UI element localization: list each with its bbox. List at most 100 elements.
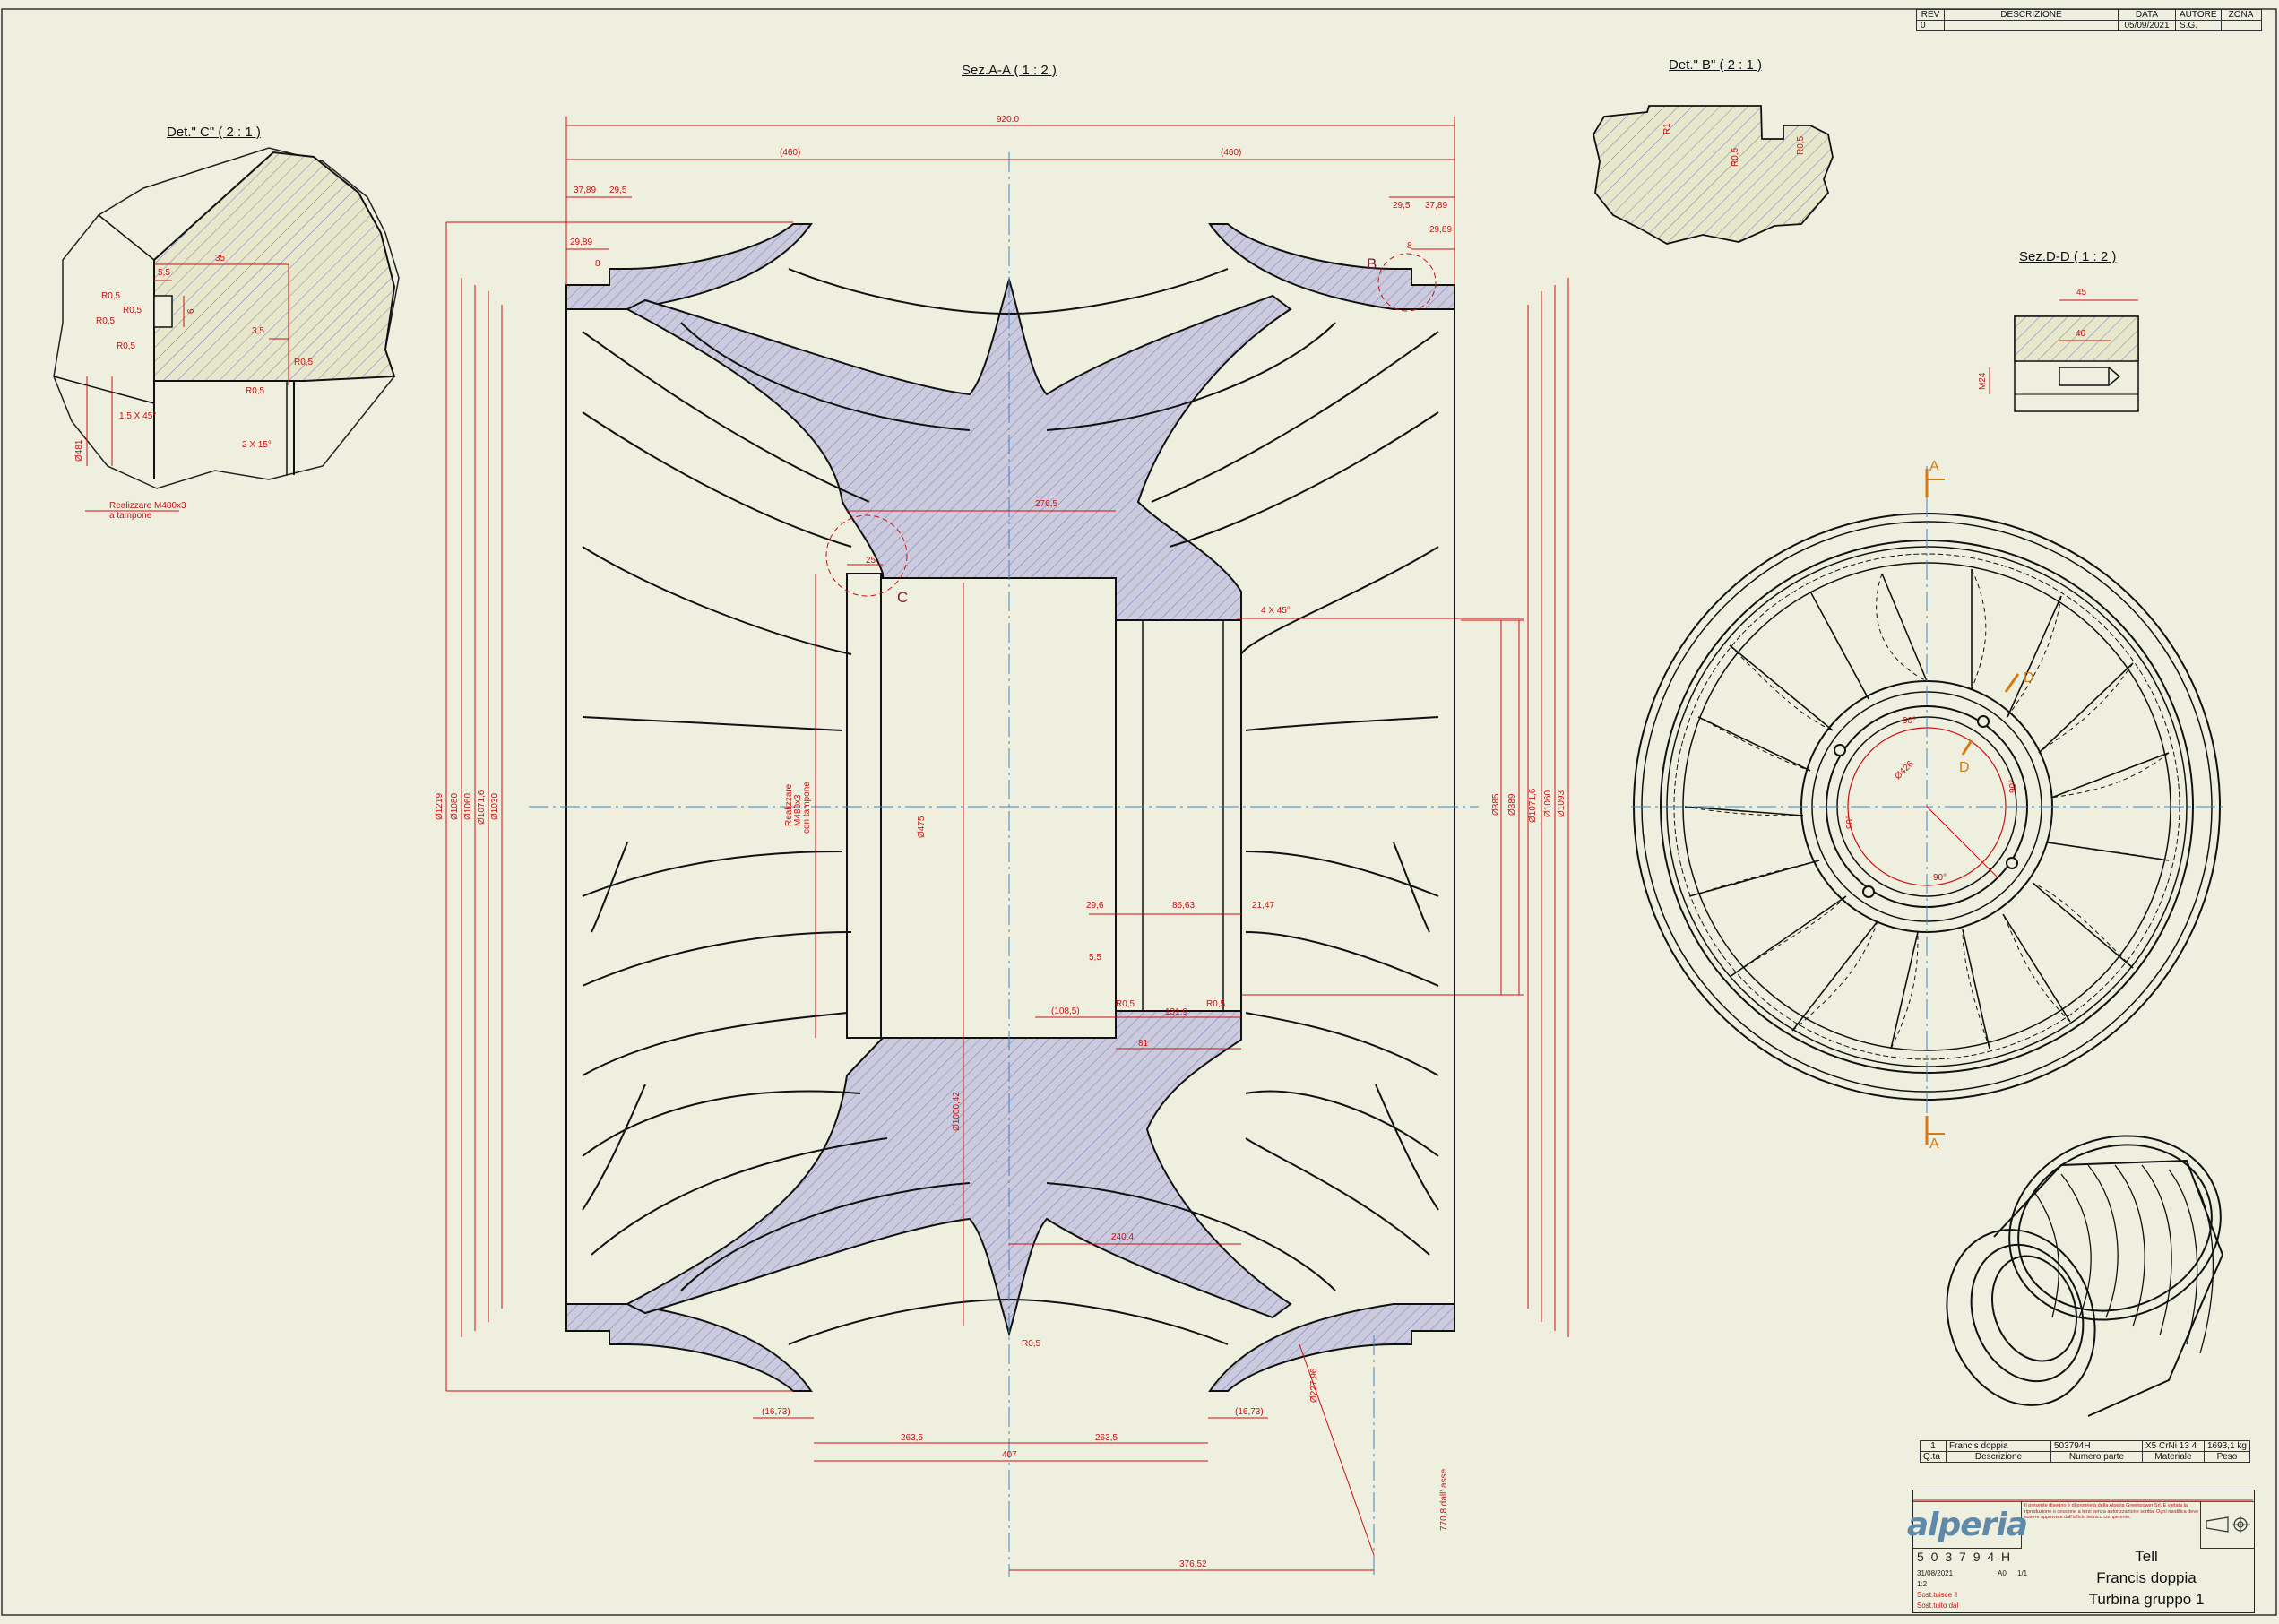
dim-right-8: 8 xyxy=(1407,241,1412,251)
dim-hub-276: 276,5 xyxy=(1035,499,1058,509)
title-block: alperia Il presente disegno è di proprie… xyxy=(1907,1490,2255,1613)
drawing-date: 31/08/2021 xyxy=(1917,1569,1954,1577)
section-aa-title: Sez.A-A ( 1 : 2 ) xyxy=(962,63,1057,78)
ownership-notice: Il presente disegno è di proprietà della… xyxy=(2024,1503,2199,1521)
dim-angled-1: Ø227,96 xyxy=(1309,1368,1319,1403)
dim-v-1071: Ø1071,6 xyxy=(477,790,487,825)
dim-half-right: (460) xyxy=(1221,148,1242,158)
dim-v-1060-right: Ø1060 xyxy=(1543,790,1553,817)
section-d-marker-top: D xyxy=(2024,670,2034,686)
dim-376: 376,52 xyxy=(1179,1559,1207,1569)
dim-angled-2: 770,8 dall' asse xyxy=(1439,1468,1449,1531)
det-dd-40: 40 xyxy=(2076,329,2086,339)
dim-21-47: 21,47 xyxy=(1252,901,1275,911)
dim-left-29-89: 29,89 xyxy=(570,238,593,247)
dim-half-left: (460) xyxy=(780,148,801,158)
rev-header: REV xyxy=(1916,9,1945,21)
dim-5-5: 5,5 xyxy=(1089,953,1101,963)
description-header: DESCRIZIONE xyxy=(1944,9,2119,21)
dim-right-29-5: 29,5 xyxy=(1393,201,1411,211)
det-dd-m24: M24 xyxy=(1978,372,1988,390)
title-line-1: Tell xyxy=(2135,1548,2158,1565)
front-blades-hidden xyxy=(1684,568,2170,1050)
projection-symbol xyxy=(2200,1501,2255,1549)
date-header: DATA xyxy=(2118,9,2176,21)
dim-407: 407 xyxy=(1002,1450,1017,1460)
parts-list-header: Q.ta Descrizione Numero parte Materiale … xyxy=(1920,1451,2250,1463)
front-angle-2: 90° xyxy=(2008,779,2018,793)
dim-left-29-5: 29,5 xyxy=(609,186,627,195)
dim-v-1093-right: Ø1093 xyxy=(1557,790,1567,817)
drawing-sheet-number: 1/1 xyxy=(2017,1569,2028,1577)
part-qty: 1 xyxy=(1920,1440,1947,1452)
projection-symbol-icon xyxy=(2206,1516,2250,1533)
front-angle-4: 90° xyxy=(1845,815,1855,829)
part-number: 503794H xyxy=(2050,1440,2143,1452)
front-angle-3: 90° xyxy=(1933,873,1947,883)
dim-16-73-right: (16,73) xyxy=(1235,1407,1264,1417)
detail-b-marker: B xyxy=(1367,255,1377,272)
dimension-lines xyxy=(445,117,1569,1571)
front-view xyxy=(1631,466,2223,1147)
rev-value: 0 xyxy=(1916,20,1945,31)
dim-86-63: 86,63 xyxy=(1172,901,1196,911)
det-c-chamfer-1: 1,5 X 45° xyxy=(119,411,157,421)
det-b-r05-a: R0,5 xyxy=(1731,147,1740,167)
dim-v-1071-right: Ø1071,6 xyxy=(1528,788,1538,823)
section-d-marker-bottom: D xyxy=(1959,760,1970,775)
top-shroud-section xyxy=(565,223,813,310)
dim-v-1000: Ø1000,42 xyxy=(952,1092,962,1131)
dim-v-389: Ø389 xyxy=(1507,793,1517,816)
runner-blades xyxy=(582,268,1439,1345)
dim-v-475: Ø475 xyxy=(917,816,927,838)
dim-81: 81 xyxy=(1138,1039,1149,1049)
det-c-dim-3-5: 3,5 xyxy=(252,326,264,336)
qty-header: Q.ta xyxy=(1920,1451,1947,1463)
parts-list-row: 1 Francis doppia 503794H X5 CrNi 13 4 16… xyxy=(1920,1440,2250,1452)
section-aa-view xyxy=(445,117,1569,1577)
revision-table: REV DESCRIZIONE DATA AUTORE ZONA 0 05/09… xyxy=(1916,9,2262,31)
weight-header: Peso xyxy=(2204,1451,2250,1463)
drawing-scale: 1:2 xyxy=(1917,1580,1928,1588)
dim-left-8: 8 xyxy=(595,259,600,269)
part-material: X5 CrNi 13 4 xyxy=(2142,1440,2205,1452)
replaced-by-label: Sost.tuito dal xyxy=(1917,1602,1959,1610)
dim-263-left: 263,5 xyxy=(901,1433,924,1443)
dim-right-37: 37,89 xyxy=(1425,201,1448,211)
parts-list: 1 Francis doppia 503794H X5 CrNi 13 4 16… xyxy=(1920,1440,2250,1463)
dim-v-1030: Ø1030 xyxy=(490,792,500,820)
dim-r05-b: R0,5 xyxy=(1206,999,1226,1009)
front-angle-1: 90° xyxy=(1903,716,1917,726)
dim-overall-width: 920.0 xyxy=(997,115,1020,125)
dim-v-1219: Ø1219 xyxy=(435,792,445,820)
revision-row: 0 05/09/2021 S.G. xyxy=(1916,20,2262,31)
det-c-r05-b: R0,5 xyxy=(123,306,142,315)
zone-value xyxy=(2220,20,2262,31)
dim-16-73-left: (16,73) xyxy=(762,1407,790,1417)
material-header: Materiale xyxy=(2142,1451,2205,1463)
description-col-header: Descrizione xyxy=(1946,1451,2051,1463)
isometric-view xyxy=(1946,1135,2224,1417)
dim-left-37: 37,89 xyxy=(574,186,597,195)
author-value: S.G. xyxy=(2175,20,2222,31)
lower-hub-section xyxy=(625,1010,1292,1337)
det-b-r05-b: R0,5 xyxy=(1796,135,1806,155)
det-c-note-2: a tampone xyxy=(109,511,152,521)
det-c-dim-5-5: 5,5 xyxy=(158,268,170,278)
dim-263-right: 263,5 xyxy=(1095,1433,1118,1443)
part-weight: 1693,1 kg xyxy=(2204,1440,2250,1452)
author-header: AUTORE xyxy=(2175,9,2222,21)
logo-text: alperia xyxy=(1906,1506,2028,1543)
det-c-r05-f: R0,5 xyxy=(246,386,265,396)
det-c-note-1: Realizzare M480x3 xyxy=(109,501,186,511)
section-dd-view xyxy=(1989,299,2139,412)
det-c-diameter: Ø481 xyxy=(74,439,84,462)
dim-131-9: 131,9 xyxy=(1165,1007,1188,1017)
title-line-2: Francis doppia xyxy=(2096,1569,2197,1586)
title-line-3: Turbina gruppo 1 xyxy=(2088,1591,2205,1608)
section-a-marker-top: A xyxy=(1929,459,1939,474)
section-a-marker-bottom: A xyxy=(1929,1136,1939,1152)
dim-right-29-89: 29,89 xyxy=(1429,225,1453,235)
bolt-holes xyxy=(1834,715,2018,898)
